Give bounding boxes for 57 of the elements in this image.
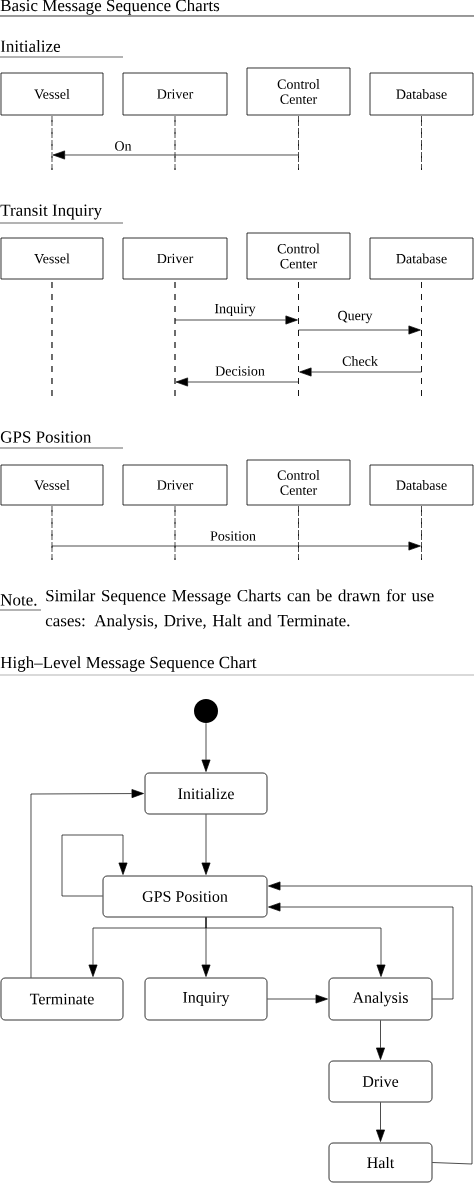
participant-box: Vessel — [0, 464, 104, 506]
participant-box: Driver — [122, 72, 228, 116]
arrow — [175, 377, 299, 387]
arrow — [268, 902, 454, 1000]
section-heading: Transit Inquiry — [0, 204, 102, 220]
participant-box: Database — [369, 72, 474, 116]
participant-box: Database — [369, 464, 474, 506]
lifeline — [51, 504, 53, 561]
state-box: Drive — [328, 1060, 433, 1103]
state-box: Analysis — [328, 977, 433, 1021]
state-box: Terminate — [0, 977, 124, 1021]
arrow — [51, 541, 421, 551]
participant-box: Driver — [122, 237, 228, 280]
arrow — [201, 814, 211, 875]
state-box: Initialize — [144, 772, 268, 815]
participant-box: Driver — [122, 464, 228, 506]
lifeline — [174, 504, 176, 561]
lifeline — [421, 504, 422, 561]
arrow — [268, 881, 473, 1165]
arrow — [205, 917, 386, 977]
participant-box: Vessel — [0, 237, 104, 280]
state-box: Halt — [328, 1142, 433, 1183]
state-box: GPS Position — [102, 875, 268, 918]
start-dot — [194, 699, 218, 723]
arrow — [201, 722, 211, 772]
arrow — [376, 1020, 385, 1060]
edge-label: Position — [209, 530, 257, 542]
section-heading: High–Level Message Sequence Chart — [0, 656, 257, 672]
lifeline — [298, 114, 299, 171]
arrow — [61, 834, 128, 897]
lifeline — [174, 114, 176, 171]
edge-label: Query — [336, 309, 374, 325]
arrow — [298, 325, 421, 335]
edge-label: Check — [341, 355, 379, 367]
arrow — [376, 1102, 385, 1142]
participant-box: Database — [369, 237, 474, 280]
section-heading: GPS Position — [0, 431, 92, 443]
arrow — [30, 789, 144, 978]
note-label: Note. — [0, 594, 37, 606]
lifeline — [51, 114, 53, 171]
lifeline — [298, 504, 299, 561]
arrow — [299, 367, 422, 377]
lifeline — [421, 114, 422, 171]
participant-box: Vessel — [0, 72, 104, 116]
participant-box: Control Center — [246, 459, 351, 506]
state-box: Inquiry — [144, 977, 268, 1021]
edge-label: Decision — [214, 365, 266, 377]
participant-box: Control Center — [246, 232, 351, 280]
edge-label: On — [113, 140, 133, 152]
edge-label: Inquiry — [213, 302, 257, 318]
heading: Basic Message Sequence Charts — [0, 0, 220, 15]
arrow — [52, 150, 299, 160]
arrow — [174, 315, 298, 325]
arrow — [267, 994, 328, 1004]
section-heading: Initialize — [0, 40, 61, 52]
participant-box: Control Center — [246, 67, 351, 116]
note-text: Similar Sequence Message Charts can be drawn for use cases: Analysis, Drive, Halt and Terminate. — [45, 589, 434, 630]
